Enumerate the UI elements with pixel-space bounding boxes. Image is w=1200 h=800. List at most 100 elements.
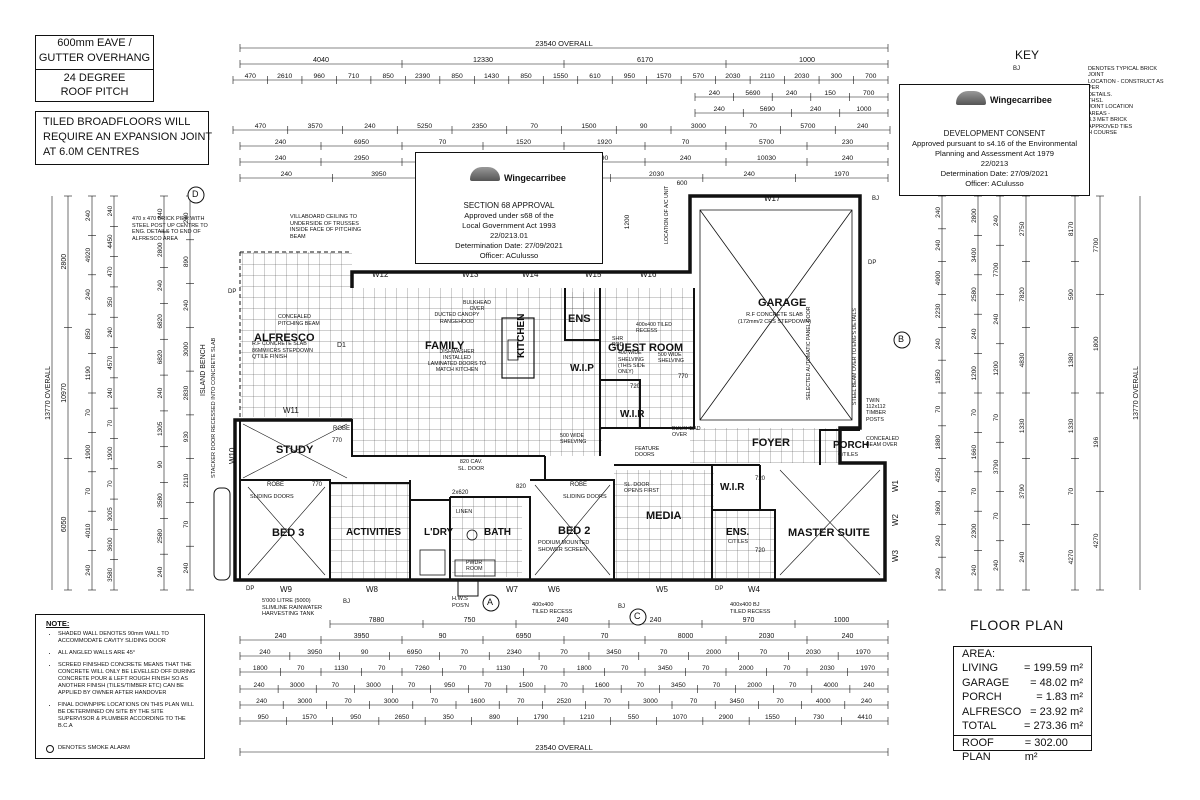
room-wip: W.I.P bbox=[570, 363, 594, 374]
dimension-label: 5700 bbox=[800, 123, 815, 130]
dimension-label: 2950 bbox=[354, 155, 369, 162]
dimension-label: 570 bbox=[693, 73, 705, 80]
dimension-label: 70 bbox=[439, 139, 447, 146]
dimension-label: 470 bbox=[255, 123, 267, 130]
dimension-label: 7700 bbox=[993, 262, 1000, 277]
area-row-total: TOTAL= 273.36 m² bbox=[962, 720, 1083, 732]
smoke-alarm-icon bbox=[46, 745, 54, 753]
window-w7: W7 bbox=[506, 585, 518, 594]
dimension-label: 7260 bbox=[415, 665, 430, 672]
dimension-label: 3950 bbox=[307, 649, 322, 656]
area-table: AREA: LIVING= 199.59 m² GARAGE= 48.02 m²… bbox=[953, 646, 1092, 751]
door-opens-note: SL. DOOR OPENS FIRST bbox=[624, 482, 660, 494]
dimension-label: 2800 bbox=[61, 254, 68, 270]
dimension-label: 850 bbox=[520, 73, 532, 80]
dimension-label: 70 bbox=[760, 649, 768, 656]
tiled-line-2: REQUIRE AN EXPANSION JOINT bbox=[43, 131, 213, 143]
media-floor bbox=[614, 470, 714, 580]
dimension-label: 70 bbox=[971, 488, 978, 496]
dimension-label: 1970 bbox=[856, 649, 871, 656]
door-size-7: 720 bbox=[755, 476, 766, 482]
dimension-label: 2610 bbox=[277, 73, 292, 80]
dimension-label: 850 bbox=[451, 73, 463, 80]
concealed-beam-note: CONCEALED BEAM OVER bbox=[866, 436, 899, 449]
window-w5: W5 bbox=[656, 585, 668, 594]
s68-line-2: Local Government Act 1993 bbox=[462, 221, 556, 230]
bj-label-1: BJ bbox=[343, 599, 351, 605]
dimension-label: 240 bbox=[993, 313, 1000, 324]
dimension-label: 70 bbox=[378, 665, 386, 672]
ens-ctiles: C/TILES bbox=[728, 539, 749, 545]
dimension-label: 240 bbox=[713, 106, 725, 113]
tiled-line-3: AT 6.0M CENTRES bbox=[43, 146, 140, 158]
dimension-label: 3000 bbox=[643, 698, 658, 705]
bj-label-3: BJ bbox=[872, 196, 880, 202]
dimension-label: 890 bbox=[489, 714, 500, 721]
room-bed3: BED 3 bbox=[272, 527, 305, 539]
dimension-label: 240 bbox=[971, 328, 978, 339]
dimension-label: 230 bbox=[842, 139, 854, 146]
section68-stamp: Wingecarribee SECTION 68 APPROVAL Approv… bbox=[415, 152, 603, 264]
marker-c-label: C bbox=[634, 611, 641, 621]
dimension-label: 240 bbox=[107, 387, 114, 398]
dimension-label: 2800 bbox=[971, 208, 978, 223]
dimension-label: 1500 bbox=[581, 123, 596, 130]
dimension-label: 70 bbox=[604, 698, 612, 705]
dimension-label: 70 bbox=[1068, 488, 1075, 496]
dimension-label: 240 bbox=[157, 280, 164, 291]
twin-posts-note: TWIN 112x112 TIMBER POSTS bbox=[866, 398, 887, 423]
dimension-label: 240 bbox=[259, 649, 271, 656]
tank-note: 5'000 LITRE (5000) SLIMLINE RAINWATER HA… bbox=[262, 598, 322, 618]
dimension-label: 3790 bbox=[1019, 484, 1026, 499]
dimension-label: 2340 bbox=[507, 649, 522, 656]
dimension-label: 10030 bbox=[757, 155, 776, 162]
dimension-label: 90 bbox=[361, 649, 369, 656]
dimension-label: 710 bbox=[348, 73, 360, 80]
window-w12: W12 bbox=[372, 270, 389, 279]
dimension-label: 1000 bbox=[834, 617, 850, 624]
dimension-label: 240 bbox=[364, 123, 376, 130]
dimension-label: 2830 bbox=[183, 385, 190, 400]
window-w6: W6 bbox=[548, 585, 560, 594]
dimension-label: 890 bbox=[183, 256, 190, 267]
dimension-label: 2000 bbox=[739, 665, 754, 672]
sliding-doors-bed3: SLIDING DOORS bbox=[250, 494, 294, 500]
dimension-label: 70 bbox=[660, 649, 668, 656]
dimension-label: 4830 bbox=[1019, 353, 1026, 368]
dimension-label: 750 bbox=[464, 617, 476, 624]
dimension-label: 4900 bbox=[935, 270, 942, 285]
dimension-label: 1970 bbox=[860, 665, 875, 672]
dimension-label: 70 bbox=[431, 698, 439, 705]
key-bj: BJ bbox=[1013, 66, 1021, 72]
dimension-label: 1970 bbox=[834, 171, 849, 178]
dimension-label: 1660 bbox=[971, 444, 978, 459]
notes-list: SHADED WALL DENOTES 90mm WALL TO ACCOMMO… bbox=[46, 631, 198, 735]
dimension-label: 4450 bbox=[107, 234, 114, 249]
dimension-label: 1130 bbox=[334, 665, 349, 672]
dimension-label: 70 bbox=[749, 123, 757, 130]
dimension-label: 70 bbox=[560, 682, 568, 689]
room-ens-top: ENS bbox=[568, 313, 591, 325]
dimension-label: 2030 bbox=[759, 633, 775, 640]
dimension-label: 1330 bbox=[1068, 418, 1075, 433]
dimension-label: 1850 bbox=[935, 369, 942, 384]
dimension-label: 70 bbox=[107, 419, 114, 427]
consent-line-4: Determination Date: 27/09/2021 bbox=[940, 169, 1049, 178]
dimension-label: 1570 bbox=[302, 714, 317, 721]
dimension-label: 240 bbox=[709, 90, 721, 97]
notes-box: NOTE: SHADED WALL DENOTES 90mm WALL TO A… bbox=[35, 614, 205, 759]
dimension-label: 1800 bbox=[253, 665, 268, 672]
dimension-label: 70 bbox=[783, 665, 791, 672]
dimension-label: 1330 bbox=[1019, 418, 1026, 433]
dimension-label: 550 bbox=[628, 714, 639, 721]
dimension-label: 3000 bbox=[366, 682, 381, 689]
kitchen-notes: BULKHEAD OVER DUCTED CANOPY RANGEHOOD DI… bbox=[427, 300, 491, 374]
area-title: AREA: bbox=[962, 648, 996, 660]
dimension-label: 8170 bbox=[1068, 221, 1075, 236]
dimension-label: 1200 bbox=[971, 366, 978, 381]
dimension-label: 1430 bbox=[484, 73, 499, 80]
recess-note: 400x400 TILED RECESS bbox=[532, 602, 573, 615]
dimension-label: 70 bbox=[461, 649, 469, 656]
notes-title: NOTE: bbox=[46, 619, 70, 628]
dimension-label: 240 bbox=[183, 562, 190, 573]
